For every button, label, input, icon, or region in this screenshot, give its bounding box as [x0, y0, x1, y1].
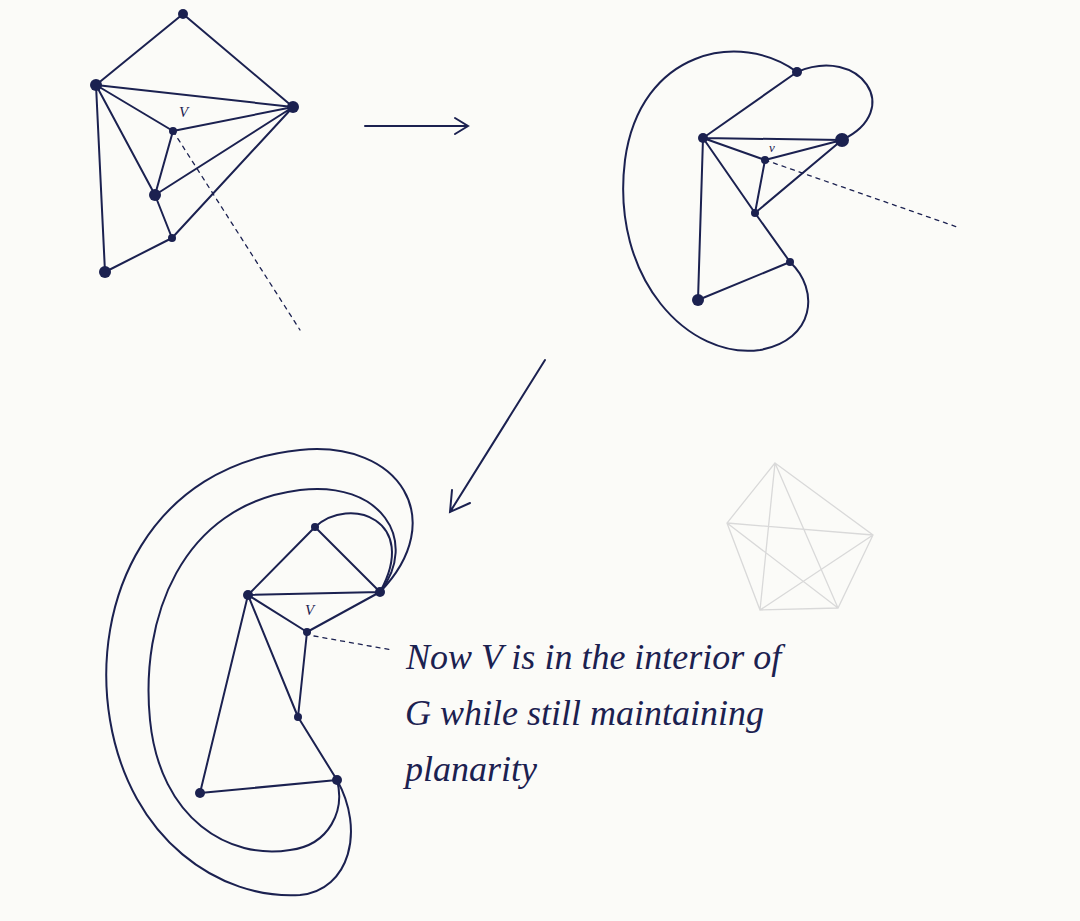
graph-three — [106, 449, 412, 895]
vertex — [168, 234, 176, 242]
arrow-right — [365, 118, 468, 134]
vertex — [178, 9, 188, 19]
vertex — [698, 133, 708, 143]
vertex — [169, 127, 177, 135]
dashed-pointer — [765, 160, 960, 228]
label-text: V — [304, 602, 315, 618]
vertex — [835, 133, 849, 147]
graph-edges — [698, 72, 842, 300]
handwritten-note: Now V is in the interior of G while stil… — [405, 630, 805, 797]
dashed-pointer — [314, 636, 392, 650]
graph-two — [623, 52, 960, 351]
vertex — [311, 523, 319, 531]
vertex — [303, 628, 311, 636]
curved-edge — [797, 66, 872, 140]
vertex — [792, 67, 802, 77]
label-text: Now V is in the interior of G while stil… — [405, 637, 781, 789]
label-text: v — [768, 140, 776, 155]
vertex — [243, 590, 253, 600]
curved-edge — [315, 513, 392, 592]
vertex-label: V — [304, 602, 315, 619]
graph-edges — [200, 527, 380, 793]
curved-edge — [106, 449, 412, 895]
curved-edge — [149, 489, 396, 852]
vertex-label: V — [178, 104, 189, 121]
vertex — [90, 79, 102, 91]
vertex — [375, 587, 385, 597]
graph-two-vertices — [692, 67, 849, 306]
vertex — [294, 713, 302, 721]
vertex-label: v — [768, 141, 776, 155]
vertex — [786, 258, 794, 266]
vertex — [99, 266, 111, 278]
graph-one-vertices — [90, 9, 299, 278]
vertex — [751, 209, 759, 217]
label-text: V — [178, 104, 189, 120]
vertex — [195, 788, 205, 798]
graph-one — [96, 14, 300, 330]
vertex — [332, 775, 342, 785]
arrow — [450, 360, 545, 512]
k5-sketch — [727, 463, 873, 610]
arrow-down-left — [450, 360, 545, 512]
faint-k5-sketch — [727, 463, 873, 610]
curved-edge — [623, 52, 808, 351]
graph-edges — [96, 14, 293, 272]
vertex — [287, 101, 299, 113]
dashed-pointer — [173, 131, 300, 330]
vertex — [149, 189, 161, 201]
vertex — [761, 156, 769, 164]
graph-three-vertices — [195, 523, 385, 798]
arrow — [365, 118, 468, 134]
vertex — [692, 294, 704, 306]
